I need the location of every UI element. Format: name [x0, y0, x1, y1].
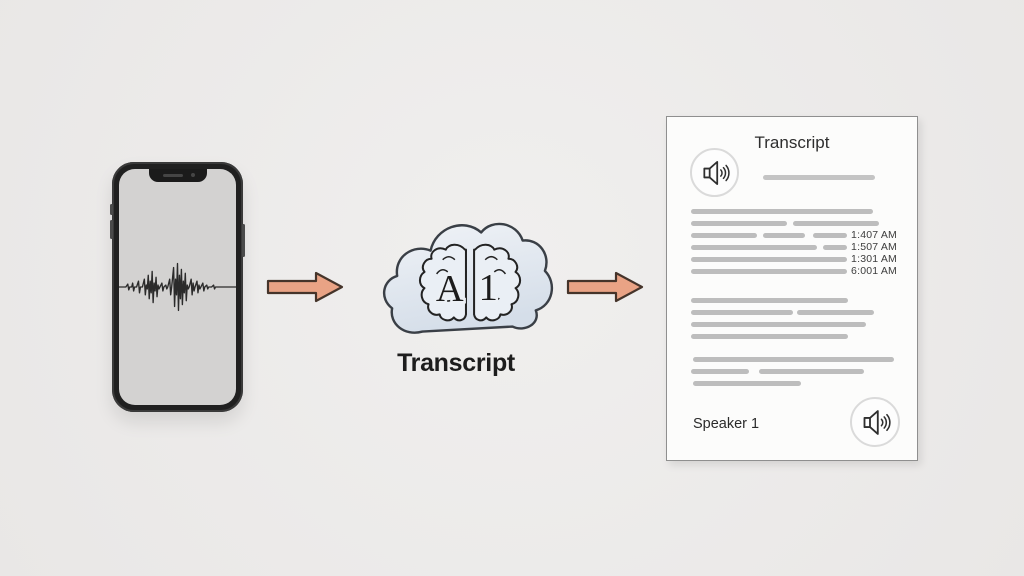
timestamp: 1:507 AM	[851, 241, 897, 253]
audio-waveform-icon	[119, 262, 236, 312]
transcript-line	[691, 209, 873, 214]
transcript-line	[691, 269, 847, 274]
brain-letter-1: 1	[479, 267, 498, 309]
transcript-line	[763, 175, 875, 180]
phone-illustration	[110, 162, 245, 412]
cloud-shape	[382, 222, 554, 334]
timestamp: 1:301 AM	[851, 253, 897, 265]
brain-icon	[418, 243, 522, 322]
transcript-line	[793, 221, 879, 226]
flow-arrow-cloud-to-document	[566, 271, 644, 303]
transcript-line	[691, 221, 787, 226]
transcript-line	[691, 257, 847, 262]
document-title: Transcript	[754, 133, 830, 152]
phone-screen	[119, 169, 236, 405]
transcript-line	[759, 369, 864, 374]
transcript-line	[693, 381, 801, 386]
timestamp: 6:001 AM	[851, 265, 897, 277]
transcript-line	[823, 245, 847, 250]
speaker-label: Speaker 1	[693, 416, 760, 432]
transcript-line	[691, 334, 848, 339]
transcript-line	[691, 233, 757, 238]
transcript-line	[691, 310, 793, 315]
timestamp: 1:407 AM	[851, 229, 897, 241]
transcript-line	[691, 322, 866, 327]
transcript-line	[691, 245, 817, 250]
transcript-line	[693, 357, 894, 362]
phone-notch	[148, 169, 207, 182]
cloud-label: Transcript	[397, 349, 515, 377]
brain-letter-a: A	[436, 268, 464, 310]
phone-power-button	[242, 224, 245, 257]
ai-cloud: A 1	[382, 222, 554, 334]
transcript-line	[691, 298, 848, 303]
flow-arrow-phone-to-cloud	[266, 271, 344, 303]
transcript-line	[691, 369, 749, 374]
phone-earpiece	[162, 174, 183, 177]
speaker-volume-icon	[863, 409, 891, 435]
phone-camera-dot	[190, 173, 195, 177]
transcript-line	[763, 233, 805, 238]
phone-volume-button-down	[110, 220, 113, 239]
transcript-line	[797, 310, 874, 315]
speaker-icon-top	[690, 148, 739, 197]
speaker-volume-icon	[702, 160, 730, 185]
speaker-icon-bottom	[850, 397, 900, 447]
phone-volume-button-up	[110, 204, 113, 215]
transcript-line	[813, 233, 847, 238]
